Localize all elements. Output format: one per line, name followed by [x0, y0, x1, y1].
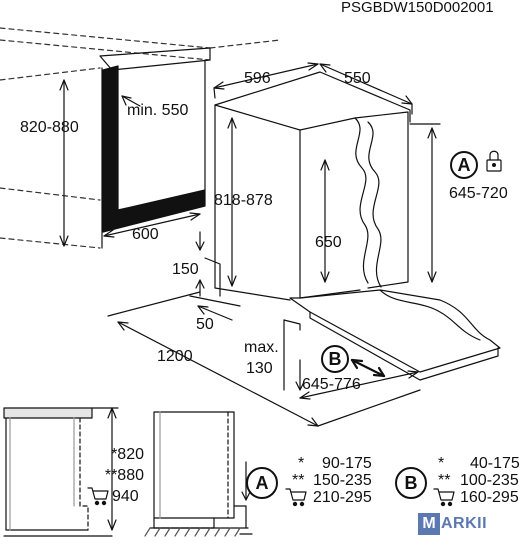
worktop-edge — [99, 47, 211, 71]
badge-b-bottom: B — [395, 467, 427, 499]
cart-icon-b — [433, 488, 455, 507]
label-niche-height: 820-880 — [20, 119, 79, 136]
label-door-open-depth: 1200 — [157, 348, 193, 365]
badge-b-top: B — [321, 345, 349, 373]
label-door-height: 645-720 — [449, 185, 508, 202]
a-value-1: 90-175 — [322, 455, 372, 472]
label-door-travel: 645-776 — [302, 376, 361, 393]
label-inner-height: 650 — [315, 234, 342, 251]
cart-icon-side — [87, 487, 109, 506]
dim-niche-height — [59, 79, 69, 247]
cart-icon-a — [285, 488, 307, 507]
label-min-depth: min. 550 — [127, 102, 189, 119]
appliance-body — [214, 71, 411, 301]
dim-door-travel — [299, 370, 419, 400]
label-niche-width: 600 — [132, 226, 159, 243]
dim-inner-height — [320, 159, 330, 283]
badge-a-top: A — [450, 151, 478, 179]
label-appliance-height: 818-878 — [214, 192, 273, 209]
b-star-1: * — [438, 455, 445, 472]
dim-door-open-depth — [107, 291, 421, 427]
side-value-1: *820 — [111, 446, 144, 463]
dim-side-height — [91, 407, 119, 531]
logo-mark: M — [418, 513, 440, 535]
a-star-2: ** — [292, 472, 305, 489]
b-value-2: 100-235 — [460, 472, 519, 489]
label-width: 596 — [244, 70, 271, 87]
side-value-3: 940 — [112, 488, 139, 505]
label-depth: 550 — [344, 70, 371, 87]
a-value-2: 150-235 — [313, 472, 372, 489]
side-value-2: **880 — [104, 467, 144, 484]
badge-a-bottom: A — [246, 467, 278, 499]
lock-icon — [486, 150, 502, 172]
side-view-middle — [149, 411, 249, 529]
hatched-floor — [144, 527, 241, 537]
label-max: max. — [244, 339, 279, 356]
label-plinth-height: 150 — [172, 261, 199, 278]
door-panel — [354, 111, 409, 289]
label-plinth-offset: 50 — [196, 316, 214, 333]
markit-logo: M ARKII — [418, 513, 487, 535]
logo-text: ARKII — [441, 515, 488, 532]
dim-plinth — [189, 231, 241, 321]
dim-door-height — [409, 123, 441, 283]
b-travel-arrow — [350, 358, 386, 378]
dim-depth-top — [319, 63, 413, 115]
a-value-3: 210-295 — [313, 489, 372, 506]
dim-min-depth — [121, 95, 141, 107]
side-view-left — [3, 407, 113, 537]
dim-width-top — [213, 62, 319, 99]
doc-code: PSGBDW150D002001 — [341, 0, 494, 16]
label-max-value: 130 — [246, 360, 273, 377]
a-star-1: * — [298, 455, 305, 472]
cabinet-outline — [0, 27, 281, 249]
b-value-3: 160-295 — [460, 489, 519, 506]
b-star-2: ** — [438, 472, 451, 489]
b-value-1: 40-175 — [470, 455, 520, 472]
door-open — [289, 289, 501, 381]
dim-max-gap — [283, 319, 305, 391]
dim-appliance-height — [227, 117, 237, 287]
dim-niche-width — [103, 212, 201, 238]
niche-panel — [102, 65, 206, 233]
